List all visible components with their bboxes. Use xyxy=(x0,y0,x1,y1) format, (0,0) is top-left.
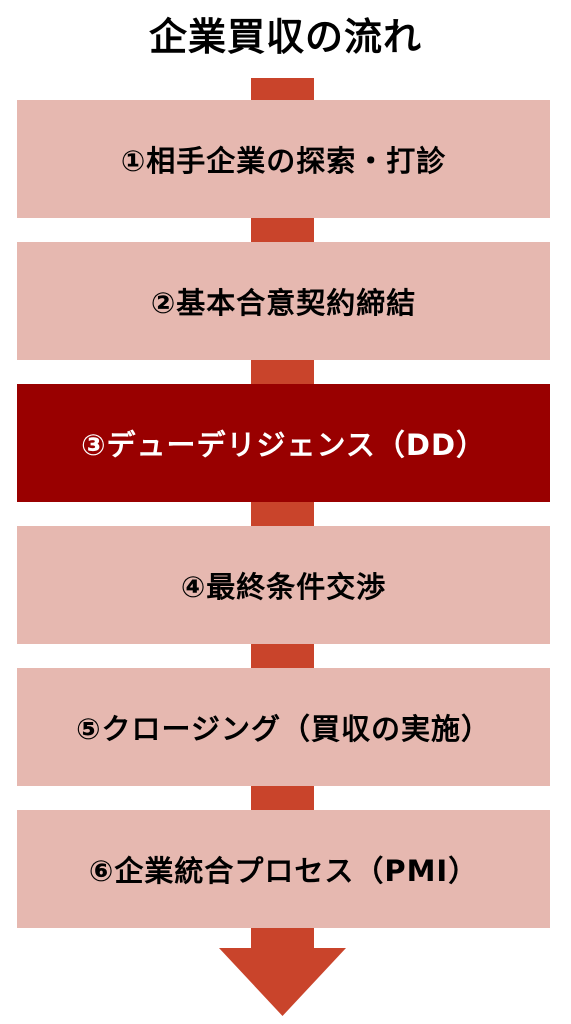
step-3-due-diligence: ③デューデリジェンス（DD） xyxy=(17,384,550,502)
connector-3-4 xyxy=(251,502,314,526)
connector-top xyxy=(251,78,314,100)
connector-4-5 xyxy=(251,644,314,668)
step-5-label: ⑤クロージング（買収の実施） xyxy=(76,712,491,746)
connector-5-6 xyxy=(251,786,314,810)
step-4-label: ④最終条件交渉 xyxy=(180,570,387,604)
step-5-closing: ⑤クロージング（買収の実施） xyxy=(17,668,550,786)
step-1-label: ①相手企業の探索・打診 xyxy=(120,144,447,178)
step-4-final-negotiation: ④最終条件交渉 xyxy=(17,526,550,644)
connector-1-2 xyxy=(251,218,314,242)
down-arrow-shape xyxy=(219,928,346,1016)
page-title: 企業買収の流れ xyxy=(148,15,422,59)
step-6-pmi: ⑥企業統合プロセス（PMI） xyxy=(17,810,550,928)
connector-2-3 xyxy=(251,360,314,384)
step-2-basic-agreement: ②基本合意契約締結 xyxy=(17,242,550,360)
step-2-label: ②基本合意契約締結 xyxy=(150,286,417,320)
down-arrow-icon xyxy=(219,928,346,1016)
step-3-label: ③デューデリジェンス（DD） xyxy=(80,428,487,462)
step-1-search-approach: ①相手企業の探索・打診 xyxy=(17,100,550,218)
step-6-label: ⑥企業統合プロセス（PMI） xyxy=(88,854,479,888)
